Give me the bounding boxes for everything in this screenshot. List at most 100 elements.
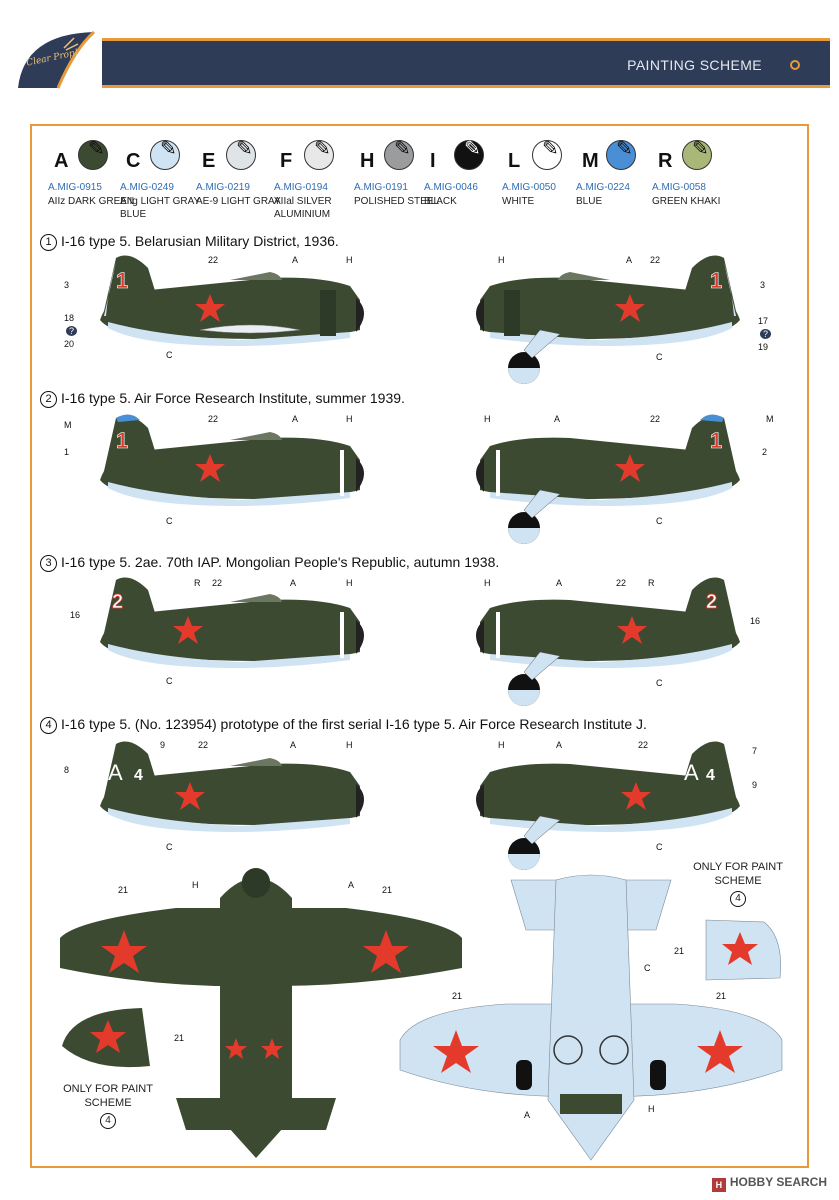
callout-label: 21 [716, 991, 727, 1001]
svg-text:1: 1 [116, 268, 128, 293]
paint-note-text: ONLY FOR PAINT SCHEME [693, 861, 783, 887]
profile-4-left-plane: A 4 [100, 741, 364, 832]
bottom-view-plane [399, 874, 783, 1161]
callout-label: 21 [118, 885, 129, 895]
profile-number: 1 [40, 234, 57, 251]
profile-title: I-16 type 5. Air Force Research Institut… [61, 390, 405, 406]
top-view-plane [60, 868, 462, 1158]
paint-name: AE-9 LIGHT GRAY [196, 196, 281, 207]
callout-label: 22 [208, 414, 219, 424]
paint-note-number: 4 [100, 1113, 116, 1129]
paint-code: A.MIG-0915 [48, 182, 102, 193]
paint-code: A.MIG-0191 [354, 182, 408, 193]
left-wingtip [62, 1008, 150, 1068]
profile-number: 2 [40, 391, 57, 408]
callout-label: M [766, 414, 774, 424]
callout-label: A [556, 740, 563, 750]
paint-code: A.MIG-0224 [576, 182, 630, 193]
callout-label: C [166, 676, 173, 686]
callout-label: H [484, 578, 491, 588]
callout-label: 22 [650, 255, 661, 265]
profile-title: I-16 type 5. 2ae. 70th IAP. Mongolian Pe… [61, 554, 500, 570]
brush-icon: ✎ [464, 138, 481, 160]
callout-label: 3 [64, 280, 70, 290]
paint-code: A.MIG-0249 [120, 182, 174, 193]
paint-code: A.MIG-0046 [424, 182, 478, 193]
paint-name: WHITE [502, 196, 535, 207]
paint-circle-icon [682, 140, 712, 170]
callout-label: C [656, 516, 663, 526]
wingtip-right-note: ONLY FOR PAINT SCHEME 4 [688, 860, 788, 907]
callout-label: 7 [752, 746, 758, 756]
paint-name: AIIg LIGHT GRAY BLUE [120, 196, 201, 220]
callout-label: 21 [174, 1033, 185, 1043]
callout-label: 21 [382, 885, 393, 895]
callout-label: H [484, 414, 491, 424]
svg-text:A: A [684, 760, 699, 785]
callout-label: 22 [616, 578, 627, 588]
color-palette: A ✎ A.MIG-0915 AIIz DARK GREEN C ✎ A.MIG… [44, 138, 804, 220]
callout-label: H [346, 740, 353, 750]
swatch-letter: F [280, 150, 293, 172]
callout-label: 22 [208, 255, 219, 265]
paint-name: BLACK [424, 196, 457, 207]
swatch-letter: A [54, 150, 69, 172]
profile-title: I-16 type 5. Belarusian Military Distric… [61, 233, 339, 249]
callout-label: H [346, 255, 353, 265]
paint-name: AIIz DARK GREEN [48, 196, 135, 207]
callout-label: 17 [758, 316, 769, 326]
svg-text:1: 1 [710, 268, 722, 293]
callout-label: R [648, 578, 655, 588]
callout-label: 9 [160, 740, 166, 750]
paint-circle-icon [606, 140, 636, 170]
header-bar: PAINTING SCHEME [102, 38, 830, 88]
brush-icon: ✎ [236, 138, 253, 160]
paint-name: AIIal SILVER ALUMINIUM [274, 196, 332, 220]
callout-label: A [292, 255, 299, 265]
callout-label: H [498, 255, 505, 265]
callout-label: 22 [198, 740, 209, 750]
callout-label: A [348, 880, 355, 890]
paint-name: BLUE [576, 196, 603, 207]
brush-icon: ✎ [616, 138, 633, 160]
callout-label: 19 [758, 342, 769, 352]
callout-label: 22 [650, 414, 661, 424]
callout-label: A [292, 414, 299, 424]
paint-code: A.MIG-0050 [502, 182, 556, 193]
brush-icon: ✎ [394, 138, 411, 160]
paint-circle-icon [226, 140, 256, 170]
callout-label: A [554, 414, 561, 424]
swatch-letter: M [582, 150, 599, 172]
profile-3-left-plane: 2 [100, 577, 364, 668]
paint-name: GREEN KHAKI [652, 196, 721, 207]
callout-label: R [194, 578, 201, 588]
right-wingtip [705, 919, 781, 981]
swatch-letter: R [658, 150, 673, 172]
callout-label: H [648, 1104, 655, 1114]
callout-label: 16 [70, 610, 81, 620]
paint-circle-icon [384, 140, 414, 170]
callout-label: H [346, 414, 353, 424]
paint-name: POLISHED STEEL [354, 196, 440, 207]
callout-label: C [166, 516, 173, 526]
paint-circle-icon [150, 140, 180, 170]
callout-label: 2 [762, 447, 768, 457]
callout-label: C [656, 842, 663, 852]
callout-label: 3 [760, 280, 766, 290]
callout-label: C [656, 678, 663, 688]
profile-number: 3 [40, 555, 57, 572]
callout-label: 1 [64, 447, 70, 457]
profile-2-right-plane: 1 [476, 414, 740, 544]
svg-text:2: 2 [706, 591, 717, 613]
callout-label: M [64, 420, 72, 430]
brush-icon: ✎ [88, 138, 105, 160]
question-icon: ? [66, 326, 77, 336]
callout-label: H [346, 578, 353, 588]
svg-text:4: 4 [134, 767, 143, 784]
svg-text:A: A [108, 760, 123, 785]
profile-2-left-plane: 1 [100, 414, 364, 506]
swatch-letter: C [126, 150, 141, 172]
callout-label: 21 [674, 946, 685, 956]
